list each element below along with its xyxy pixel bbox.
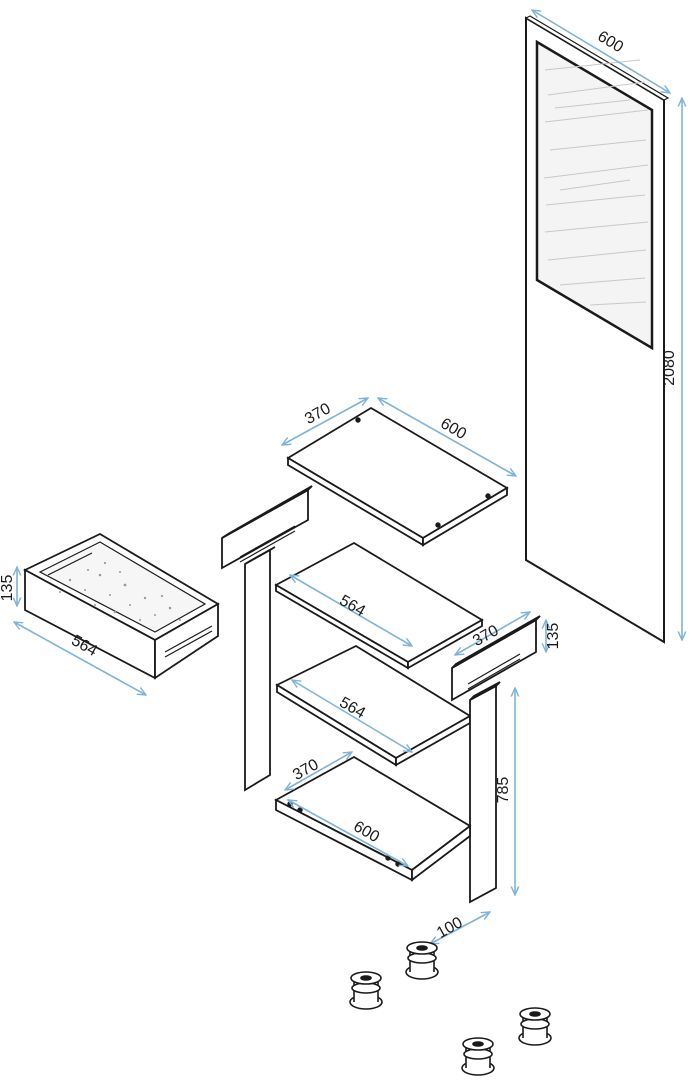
dim-label-foot-offset: 100 [434, 914, 466, 942]
top-panel [286, 406, 509, 547]
foot-1 [405, 941, 439, 980]
dim-line-mirror-width [532, 10, 670, 93]
foot-4 [461, 1037, 495, 1076]
dim-line-middle-shelf [292, 680, 412, 752]
dim-line-top-width [378, 398, 516, 476]
dim-label-rail-height: 135 [545, 623, 562, 650]
middle-shelf [275, 644, 472, 767]
dim-line-top-depth [282, 398, 368, 445]
left-leg [244, 546, 276, 792]
dim-label-top-depth: 370 [302, 400, 334, 428]
drawer-bottom-texture [59, 561, 181, 621]
left-side-rail [221, 485, 313, 570]
dim-label-mirror-width: 600 [594, 28, 626, 56]
drawer [23, 532, 220, 680]
dim-label-leg-height: 785 [495, 777, 512, 804]
dim-line-foot-offset [430, 912, 490, 944]
dim-line-upper-shelf [290, 575, 412, 646]
dim-line-bottom-depth [285, 752, 352, 790]
dim-label-top-width: 600 [437, 415, 469, 443]
dim-line-rail-depth [455, 612, 530, 655]
dim-label-drawer-height: 135 [0, 575, 16, 602]
mirror-panel [524, 15, 670, 644]
foot-2 [349, 971, 383, 1010]
dim-line-drawer-width [14, 622, 146, 695]
foot-3 [518, 1007, 552, 1046]
upper-shelf [274, 541, 484, 670]
dim-line-bottom-width [288, 800, 408, 866]
mirror-glass [535, 39, 654, 351]
dim-label-mirror-height: 2080 [661, 350, 678, 386]
